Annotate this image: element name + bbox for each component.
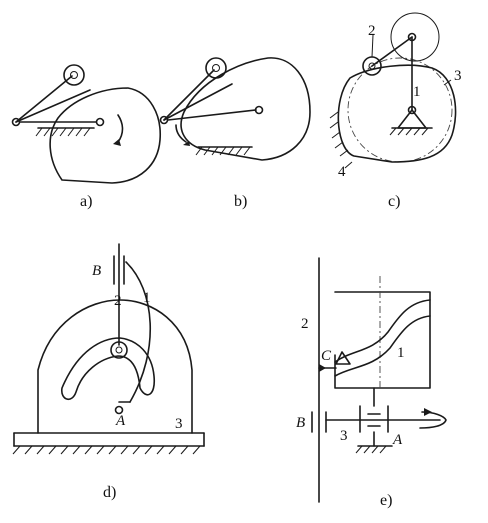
roller-b-pin bbox=[212, 64, 220, 72]
pivot-c-top bbox=[407, 32, 417, 42]
label-c-4: 4 bbox=[338, 164, 346, 180]
support-c-hatch bbox=[389, 127, 429, 136]
link-b bbox=[167, 109, 257, 121]
cam-a-center bbox=[95, 117, 105, 127]
label-d-3: 3 bbox=[175, 416, 183, 432]
rotation-arrow-b bbox=[175, 124, 187, 143]
roller-a-pin bbox=[70, 71, 78, 79]
follower-arm-b-edge bbox=[163, 83, 233, 121]
cam-e-groove-top bbox=[334, 299, 431, 363]
support-c bbox=[397, 109, 427, 129]
bearing-a-hatch bbox=[355, 445, 387, 454]
roller-e-joint bbox=[319, 364, 326, 372]
follower-arm-a bbox=[15, 75, 73, 123]
rotation-arrow-e-head bbox=[424, 408, 432, 416]
label-c-2: 2 bbox=[368, 23, 376, 39]
roller-d-pin bbox=[115, 346, 123, 354]
leader-c-3 bbox=[443, 79, 452, 86]
pivot-c-center bbox=[407, 105, 417, 115]
label-e-3: 3 bbox=[340, 428, 348, 444]
roller-a bbox=[63, 64, 85, 86]
caption-b: b) bbox=[234, 193, 247, 210]
cam-d-body bbox=[37, 299, 193, 434]
label-d-2: 2 bbox=[114, 293, 122, 309]
pivot-b-left bbox=[159, 115, 169, 125]
label-c-3: 3 bbox=[454, 68, 462, 84]
pitch-circle-c bbox=[390, 12, 440, 62]
leader-c-4 bbox=[344, 161, 353, 169]
label-d-B: B bbox=[92, 263, 101, 279]
follower-arm-c bbox=[371, 36, 413, 67]
diagram-a: a) bbox=[11, 64, 161, 210]
roller-b bbox=[205, 57, 227, 79]
rotation-arrow-e bbox=[419, 411, 447, 429]
follower-arm-b bbox=[163, 69, 215, 121]
label-d-A: A bbox=[115, 413, 126, 429]
ground-b-hatch bbox=[195, 146, 251, 156]
cam-e-drum bbox=[334, 291, 431, 389]
frame-c-hatch bbox=[329, 111, 349, 157]
rotation-arrow-a-head bbox=[113, 139, 121, 146]
ground-a-hatch bbox=[35, 127, 91, 137]
cam-d-slot bbox=[61, 337, 156, 400]
cam-b-center bbox=[254, 105, 264, 115]
diagram-d: B 2 1 A 3 d) bbox=[12, 243, 205, 501]
label-e-2: 2 bbox=[301, 316, 309, 332]
caption-a: a) bbox=[80, 193, 92, 210]
follower-arm-a-edge bbox=[15, 89, 91, 123]
label-e-C: C bbox=[321, 348, 332, 364]
leader-c-2 bbox=[371, 34, 374, 58]
diagram-c: 2 3 1 4 c) bbox=[329, 12, 462, 210]
label-e-B: B bbox=[296, 415, 305, 431]
base-circle-c bbox=[347, 57, 453, 163]
pivot-a-left bbox=[11, 117, 21, 127]
label-c-1: 1 bbox=[413, 84, 421, 100]
caption-e: e) bbox=[380, 492, 392, 509]
caption-d: d) bbox=[103, 484, 116, 501]
rotation-arrow-a bbox=[117, 114, 124, 143]
diagram-b: b) bbox=[159, 57, 311, 210]
rotation-arrow-b-head bbox=[183, 141, 190, 146]
cam-c-profile bbox=[337, 64, 457, 163]
diagram-e: 2 C 1 B 3 A e) bbox=[296, 257, 447, 509]
roller-d bbox=[110, 341, 128, 359]
roller-e bbox=[335, 351, 351, 365]
roller-c-pin bbox=[368, 62, 376, 70]
pivot-d bbox=[114, 405, 124, 415]
label-e-1: 1 bbox=[397, 345, 405, 361]
cam-e-groove-bottom bbox=[334, 315, 431, 377]
caption-c: c) bbox=[388, 193, 400, 210]
cam-b-profile bbox=[180, 57, 311, 161]
label-d-1: 1 bbox=[143, 290, 151, 306]
label-e-A: A bbox=[392, 432, 403, 448]
arm-d bbox=[125, 261, 152, 403]
cam-a-profile bbox=[49, 87, 161, 184]
base-d-hatch bbox=[12, 445, 201, 455]
